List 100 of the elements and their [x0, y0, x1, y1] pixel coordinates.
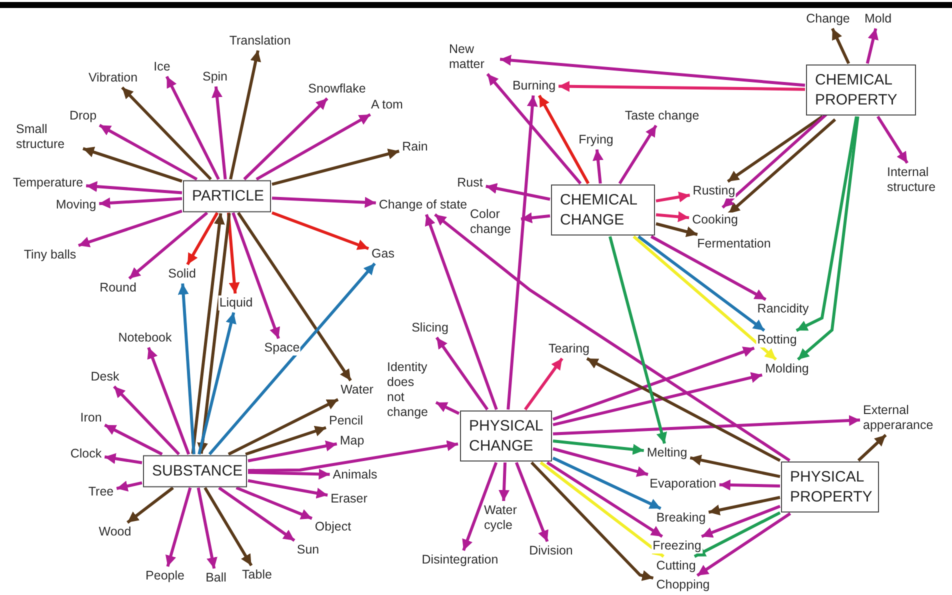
arrow	[876, 116, 908, 164]
arrow	[204, 486, 253, 566]
arrow	[165, 487, 192, 567]
concept-label: People	[144, 568, 186, 584]
arrow	[208, 262, 376, 456]
arrow	[656, 211, 690, 222]
arrow	[248, 440, 338, 462]
arrow	[218, 486, 296, 542]
arrow	[212, 86, 227, 180]
concept-label: Molding	[764, 362, 810, 376]
arrow	[546, 461, 664, 538]
concept-label: Tearing	[548, 342, 590, 356]
concept-label: Drop	[68, 108, 98, 124]
arrow	[228, 398, 339, 456]
arrow	[486, 183, 550, 201]
arrow	[520, 212, 550, 224]
concept-box: PARTICLE	[183, 180, 271, 212]
arrow	[530, 461, 654, 581]
concept-label: Disintegration	[420, 552, 500, 568]
arrow	[796, 116, 858, 332]
arrow	[424, 214, 498, 410]
arrow	[694, 511, 781, 558]
concept-label: Space	[263, 340, 301, 356]
concept-label: Burning	[511, 78, 557, 94]
arrow	[434, 213, 790, 462]
arrow	[128, 212, 208, 280]
arrow	[708, 496, 780, 516]
concept-label: Tiny balls	[22, 248, 78, 262]
arrow	[696, 512, 792, 577]
concept-label: Cutting	[655, 558, 697, 574]
arrow	[236, 212, 352, 382]
arrow	[831, 28, 850, 64]
arrow	[632, 235, 777, 361]
concept-label: Change of state	[378, 198, 468, 212]
arrow	[196, 487, 218, 569]
arrow	[104, 453, 142, 464]
arrow	[86, 181, 182, 194]
arrow	[552, 456, 662, 510]
arrow	[197, 213, 231, 454]
arrow	[656, 222, 698, 238]
arrow	[552, 372, 762, 426]
arrow	[500, 54, 806, 87]
arrow	[78, 210, 182, 248]
arrow	[552, 439, 644, 455]
arrow	[435, 336, 489, 410]
arrow	[728, 118, 836, 215]
concept-label: Rancidity	[756, 302, 810, 316]
arrow	[104, 424, 163, 456]
arrow	[618, 124, 658, 184]
arrow	[232, 212, 280, 340]
concept-label: Liquid	[218, 296, 254, 310]
arrow	[248, 440, 458, 472]
concept-label: Rusting	[692, 184, 736, 198]
arrow	[558, 80, 806, 92]
arrow	[592, 149, 604, 184]
arrow	[248, 468, 330, 480]
concept-box: PHYSICAL CHANGE	[460, 410, 552, 462]
arrow	[82, 146, 182, 183]
arrow	[198, 312, 236, 455]
arrow	[126, 486, 174, 524]
concept-label: Change	[805, 12, 851, 26]
concept-label: Moving	[54, 198, 98, 212]
arrow	[586, 357, 781, 462]
concept-label: Temperature	[12, 176, 84, 190]
arrow	[608, 236, 668, 444]
arrow	[498, 462, 510, 502]
arrow	[462, 462, 498, 552]
arrow	[701, 504, 781, 538]
concept-box: CHEMICAL PROPERTY	[806, 64, 916, 116]
arrow	[248, 479, 328, 499]
concept-label: Cooking	[691, 212, 739, 228]
arrow	[796, 116, 860, 361]
arrow	[638, 235, 766, 332]
arrow	[271, 211, 370, 250]
arrow	[719, 479, 780, 490]
concept-box: CHEMICAL CHANGE	[551, 184, 655, 236]
arrow	[245, 426, 326, 456]
arrow	[186, 212, 219, 266]
arrow	[540, 461, 664, 558]
concept-label: Evaporation	[648, 476, 718, 492]
arrow	[726, 115, 824, 183]
arrow	[121, 86, 212, 180]
concept-box: SUBSTANCE	[143, 455, 247, 487]
arrow	[147, 346, 190, 455]
arrow	[272, 196, 376, 208]
arrow	[435, 401, 460, 415]
arrow	[552, 447, 648, 477]
concept-label: Map	[338, 434, 366, 448]
arrow	[99, 197, 182, 208]
concept-label: Object	[314, 520, 352, 534]
arrow	[236, 486, 312, 520]
concept-label: Spin	[201, 70, 229, 84]
arrow	[165, 76, 220, 180]
arrow	[866, 28, 879, 64]
arrow	[113, 385, 180, 456]
arrow	[524, 358, 564, 410]
arrow	[506, 95, 538, 410]
concept-label: Frying	[578, 132, 614, 148]
arrow	[272, 148, 400, 186]
concept-label: Rotting	[756, 332, 798, 348]
